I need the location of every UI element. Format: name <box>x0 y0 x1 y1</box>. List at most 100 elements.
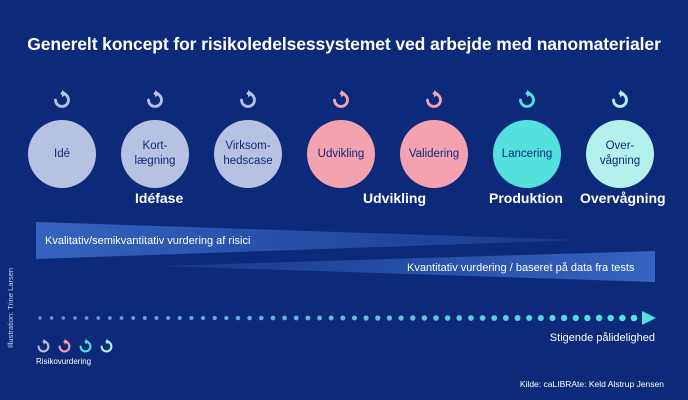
cycle-arrow-icon <box>610 90 630 110</box>
stage-1: Kort- lægning <box>115 90 195 188</box>
arrow-dot <box>410 315 416 321</box>
diagram-title: Generelt koncept for risikoledelsessyste… <box>27 34 661 54</box>
arrow-dot <box>73 316 77 320</box>
cycle-arrow-icon <box>238 90 258 110</box>
arrow-dot <box>514 315 521 321</box>
arrow-dot <box>247 315 252 321</box>
arrow-dot <box>119 316 124 320</box>
arrow-dot <box>317 315 322 321</box>
stage-6: Over- vågning <box>580 90 660 188</box>
arrow-dot <box>49 316 54 320</box>
stage-label: Udvikling <box>317 147 365 160</box>
arrow-dot <box>479 315 486 321</box>
phase-label-udvikling: Udvikling <box>363 190 427 206</box>
stage-5: Lancering <box>487 90 567 188</box>
arrow-dot <box>421 315 428 321</box>
arrow-dot <box>235 315 241 321</box>
stage-3: Udvikling <box>301 90 381 188</box>
qualitative-band-label: Kvalitativ/semikvantitativ vurdering af … <box>45 235 251 247</box>
cycle-arrow-icon <box>424 90 444 110</box>
stage-circle: Lancering <box>493 120 561 188</box>
reliability-label: Stigende pålidelighed <box>549 332 655 344</box>
arrow-dot <box>258 315 264 321</box>
arrow-head-icon <box>642 311 656 325</box>
arrow-dot <box>293 315 299 321</box>
arrow-dot <box>398 315 404 321</box>
stage-circle: Over- vågning <box>586 120 654 188</box>
arrow-dot <box>142 316 147 320</box>
arrow-dot <box>491 315 498 321</box>
phase-label-produktion: Produktion <box>489 190 563 206</box>
cycle-arrow-icon <box>52 90 72 110</box>
stage-circle: Idé <box>28 120 96 188</box>
arrow-dot <box>38 316 42 320</box>
cycle-arrow-icon <box>36 339 51 354</box>
arrow-dot <box>584 314 591 322</box>
arrow-dot <box>537 314 544 322</box>
stage-circle: Validering <box>400 120 468 188</box>
stage-label: Validering <box>408 147 460 160</box>
stage-label: Lancering <box>501 147 553 160</box>
cycle-arrow-icon <box>517 90 537 110</box>
phase-label-idefase: Idéfase <box>135 190 184 206</box>
quantitative-band <box>160 251 655 282</box>
arrow-dot <box>363 315 369 321</box>
arrow-dot <box>340 315 346 321</box>
arrow-dot <box>607 314 614 322</box>
arrow-dot <box>386 315 393 321</box>
stage-label: Kort- lægning <box>134 140 176 167</box>
cycle-arrow-icon <box>331 90 351 110</box>
arrow-dot <box>282 315 287 321</box>
legend-icons <box>36 339 114 354</box>
arrow-dot <box>328 315 334 321</box>
source-note: Kilde: caLIBRAte: Keld Alstrup Jensen <box>519 379 664 389</box>
stage-circle: Udvikling <box>307 120 375 188</box>
arrow-dot <box>502 315 509 321</box>
stage-circle: Virksom- hedscase <box>214 120 282 188</box>
arrow-dot <box>224 315 229 321</box>
arrow-dot <box>200 315 206 321</box>
arrow-dot <box>619 314 626 322</box>
arrow-dot <box>189 315 194 321</box>
stage-2: Virksom- hedscase <box>208 90 288 188</box>
arrow-dot <box>561 314 568 322</box>
arrow-dot <box>305 315 311 321</box>
arrow-dot <box>433 315 439 321</box>
arrow-dot <box>96 316 101 320</box>
cycle-arrow-icon <box>145 90 165 110</box>
arrow-dot <box>375 315 381 321</box>
stage-label: Idé <box>54 147 70 160</box>
stage-label: Virksom- hedscase <box>223 140 273 167</box>
stage-label: Over- vågning <box>599 140 641 167</box>
arrow-dot <box>468 315 474 321</box>
arrow-dot <box>61 316 66 320</box>
arrow-dot <box>270 315 276 321</box>
arrow-dot <box>444 315 451 321</box>
arrow-dot <box>131 316 136 320</box>
arrow-dot <box>154 315 159 321</box>
cycle-arrow-icon <box>99 339 114 354</box>
arrow-dot <box>107 316 112 320</box>
arrow-dot <box>351 315 358 321</box>
arrow-dot <box>166 315 171 321</box>
arrow-dot <box>212 315 217 321</box>
legend-label: Risikovurdering <box>36 357 92 366</box>
illustration-credit: Illustration: Trine Larsen <box>6 267 15 348</box>
arrow-dot <box>595 314 603 322</box>
cycle-arrow-icon <box>78 339 93 354</box>
cycle-arrow-icon <box>57 339 72 354</box>
arrow-dot <box>84 316 89 320</box>
stage-0: Idé <box>22 90 102 188</box>
arrow-dot <box>526 314 533 322</box>
arrow-dot <box>630 314 638 322</box>
qualitative-band <box>36 222 580 259</box>
quantitative-band-label: Kvantitativ vurdering / baseret på data … <box>407 262 635 274</box>
phase-label-overvaagning: Overvågning <box>580 190 666 206</box>
stage-circle: Kort- lægning <box>121 120 189 188</box>
arrow-dot <box>177 315 182 321</box>
arrow-dot <box>456 315 463 321</box>
stage-4: Validering <box>394 90 474 188</box>
